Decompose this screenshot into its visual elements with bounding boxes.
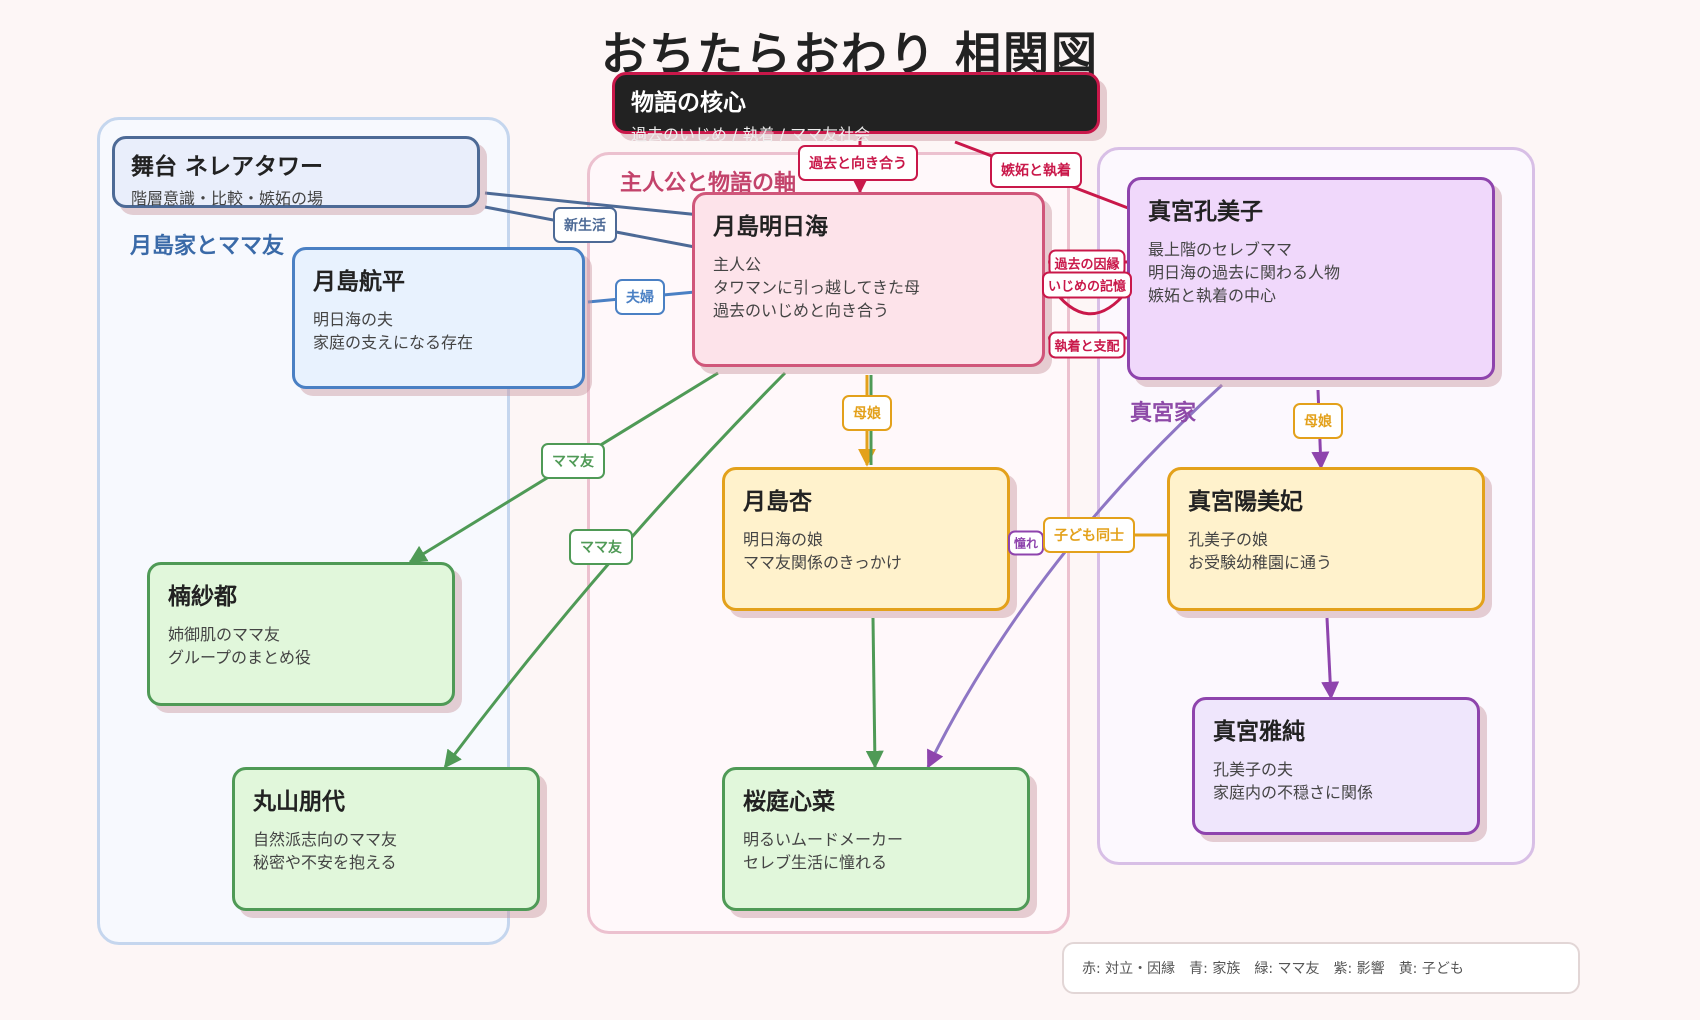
edge-label-couple: 夫婦 [615,279,665,315]
edge-hinaki-masazumi [1321,617,1340,700]
node-tomoyo-name: 丸山朋代 [253,789,345,815]
node-kokona-name: 桜庭心菜 [743,789,835,815]
edge-mamatomo-tomoyo [443,371,787,769]
edge-label-obsession: 執着と支配 [1048,331,1126,359]
edge-stage-asumi [484,191,701,217]
legend-item-blue: 青: 家族 [1189,961,1241,977]
node-hinaki[interactable]: 真宮陽美妃 孔美子の娘 お受験幼稚園に通う [1167,467,1485,611]
node-kumiko-line-2: 明日海の過去に関わる人物 [1148,263,1341,282]
node-kumiko[interactable]: 真宮孔美子 最上階のセレブママ 明日海の過去に関わる人物 嫉妬と執着の中心 [1127,177,1495,380]
node-anzu[interactable]: 月島杏 明日海の娘 ママ友関係のきっかけ [722,467,1010,611]
edge-label-stage: 新生活 [553,207,617,243]
node-masazumi-line-2: 家庭内の不穏さに関係 [1213,783,1374,802]
node-kohei-name: 月島航平 [313,269,405,295]
edge-longing-curve [926,383,1224,769]
node-sato-line-1: 姉御肌のママ友 [168,625,281,644]
legend-item-red: 赤: 対立・因縁 [1082,961,1176,977]
group-label-tsukishima: 月島家とママ友 [130,234,285,259]
edge-anzu-kokona [865,617,884,769]
legend: 赤: 対立・因縁 青: 家族 緑: ママ友 紫: 影響 黄: 子ども [1062,942,1580,994]
node-masazumi-name: 真宮雅純 [1213,719,1305,745]
node-sato-line-2: グループのまとめ役 [168,648,312,667]
edge-label-mother-b: 母娘 [1293,403,1343,439]
edge-label-mother-a: 母娘 [842,395,892,431]
edge-label-bullying: いじめの記憶 [1041,271,1133,299]
node-kokona[interactable]: 桜庭心菜 明るいムードメーカー セレブ生活に憧れる [722,767,1030,911]
edge-label-longing: 憧れ [1007,530,1045,556]
edge-label-mamatomo-2: ママ友 [569,529,633,565]
node-kohei-line-1: 明日海の夫 [313,310,394,329]
edge-label-past: 過去と向き合う [798,145,918,181]
node-tomoyo-line-1: 自然派志向のママ友 [253,830,398,849]
node-sato[interactable]: 楠紗都 姉御肌のママ友 グループのまとめ役 [147,562,455,706]
node-core-line: 過去のいじめ / 執着 / ママ友社会 [631,125,871,144]
node-asumi-line-3: 過去のいじめと向き合う [713,301,890,320]
node-stage[interactable]: 舞台 ネレアタワー 階層意識・比較・嫉妬の場 [112,136,480,208]
group-label-main: 主人公と物語の軸 [620,171,797,196]
node-hinaki-line-1: 孔美子の娘 [1188,530,1269,549]
node-sato-name: 楠紗都 [168,584,237,610]
node-anzu-line-2: ママ友関係のきっかけ [743,553,902,572]
node-stage-line: 階層意識・比較・嫉妬の場 [131,189,324,208]
node-kokona-line-1: 明るいムードメーカー [743,830,904,849]
node-core[interactable]: 物語の核心 過去のいじめ / 執着 / ママ友社会 [612,72,1100,144]
node-asumi[interactable]: 月島明日海 主人公 タワマンに引っ越してきた母 過去のいじめと向き合う [692,192,1045,367]
node-masazumi-line-1: 孔美子の夫 [1213,760,1294,779]
edge-label-jealousy: 嫉妬と執着 [990,152,1082,188]
node-asumi-name: 月島明日海 [713,214,828,240]
node-hinaki-line-2: お受験幼稚園に通う [1188,553,1333,572]
node-anzu-name: 月島杏 [743,489,812,515]
legend-item-green: 緑: ママ友 [1254,961,1320,977]
node-tomoyo[interactable]: 丸山朋代 自然派志向のママ友 秘密や不安を抱える [232,767,540,911]
node-tomoyo-line-2: 秘密や不安を抱える [253,853,397,872]
node-asumi-line-1: 主人公 [713,255,762,274]
legend-item-yellow: 黄: 子ども [1398,961,1464,977]
group-label-mamiya: 真宮家 [1130,401,1197,426]
node-kumiko-name: 真宮孔美子 [1148,199,1263,225]
node-kokona-line-2: セレブ生活に憧れる [743,853,888,872]
node-stage-name: 舞台 ネレアタワー [131,154,324,180]
node-hinaki-name: 真宮陽美妃 [1188,489,1303,515]
node-kumiko-line-1: 最上階のセレブママ [1148,240,1293,259]
node-kohei-line-2: 家庭の支えになる存在 [313,333,474,352]
node-core-name: 物語の核心 [631,90,746,116]
legend-item-purple: 紫: 影響 [1333,961,1385,977]
node-kumiko-line-3: 嫉妬と執着の中心 [1148,286,1277,305]
node-kohei[interactable]: 月島航平 明日海の夫 家庭の支えになる存在 [292,247,585,389]
edge-label-mamatomo-1: ママ友 [541,443,605,479]
node-asumi-line-2: タワマンに引っ越してきた母 [713,278,921,297]
edge-label-kids: 子ども同士 [1043,517,1135,553]
node-anzu-line-1: 明日海の娘 [743,530,824,549]
node-masazumi[interactable]: 真宮雅純 孔美子の夫 家庭内の不穏さに関係 [1192,697,1480,835]
